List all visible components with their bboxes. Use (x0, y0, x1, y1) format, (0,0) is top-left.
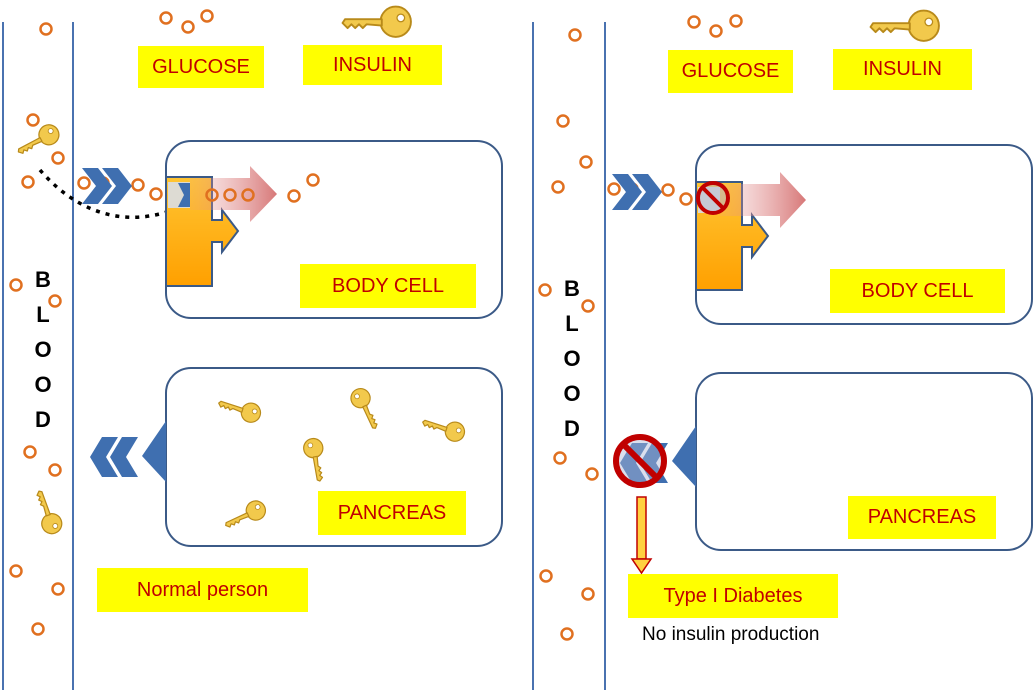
pancreas-insulin-key-icon (419, 411, 468, 445)
pancreas-insulin-key-icon (215, 392, 264, 426)
right-case-note: No insulin production (642, 624, 820, 645)
pancreas-insulin-key-icon (301, 436, 330, 484)
left-glucose-legend-icon (159, 9, 214, 34)
right-case-label: Type I Diabetes (628, 574, 838, 618)
right-receptor-block-icon (696, 181, 730, 215)
left-blood-letter: B (35, 267, 51, 292)
left-blood-letter: O (34, 372, 52, 397)
left-insulin-path (38, 168, 186, 220)
left-vessel-wall-inner (72, 22, 74, 690)
left-blood-letter: O (34, 337, 52, 362)
right-blood-letter: L (565, 311, 579, 336)
left-vessel-wall-outer (2, 22, 4, 690)
right-glucose-label: GLUCOSE (668, 50, 793, 93)
right-insulin-key-icon (869, 9, 940, 42)
right-blood-letter: O (563, 381, 581, 406)
left-blood-glucose-dots (9, 22, 163, 636)
left-blood-letter: L (36, 302, 50, 327)
left-case-label: Normal person (97, 568, 308, 612)
right-body-cell-label: BODY CELL (830, 269, 1005, 313)
left-glucose-label: GLUCOSE (138, 46, 264, 88)
left-blood-key-icon (29, 486, 66, 538)
left-insulin-key-icon (341, 5, 412, 38)
right-glucose-uptake-arrow (720, 172, 806, 228)
left-body-cell-label: BODY CELL (300, 264, 476, 308)
left-blood-label: B L O O D (31, 262, 55, 437)
left-blood-letter: D (35, 407, 51, 432)
pancreas-insulin-key-icon (220, 497, 270, 535)
left-glucose-uptake-arrow (190, 166, 277, 222)
right-glucose-legend-icon (687, 14, 743, 38)
right-insulin-label: INSULIN (833, 49, 972, 90)
right-pancreas-label: PANCREAS (848, 496, 996, 539)
right-blood-label: B L O O D (560, 271, 584, 446)
left-pancreas-label: PANCREAS (318, 491, 466, 535)
right-blood-glucose-dots (538, 28, 693, 641)
left-insulin-outflow-chevrons (90, 421, 166, 482)
right-glucose-inflow-chevrons (612, 174, 662, 210)
left-insulin-label: INSULIN (303, 45, 442, 85)
left-insulin-receptor (165, 176, 240, 287)
right-vessel-wall-inner (604, 22, 606, 690)
right-no-insulin-block-icon (613, 434, 667, 488)
right-diagnosis-arrow (630, 496, 653, 575)
right-blood-letter: B (564, 276, 580, 301)
left-cell-glucose-dots (205, 173, 320, 203)
right-blood-letter: O (563, 346, 581, 371)
pancreas-insulin-key-icon (347, 384, 385, 434)
right-blood-letter: D (564, 416, 580, 441)
right-vessel-wall-outer (532, 22, 534, 690)
left-glucose-inflow-chevrons (82, 168, 132, 204)
